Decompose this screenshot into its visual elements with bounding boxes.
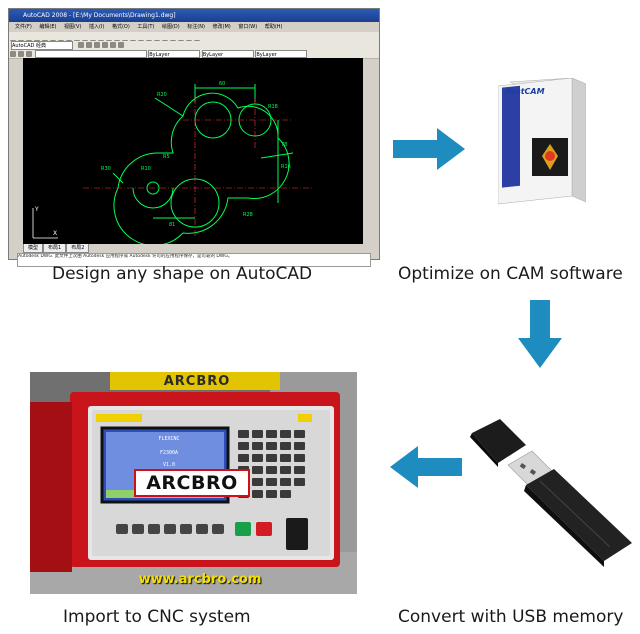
lcd-line-1: FLEXCNC: [158, 436, 180, 442]
dim-r5: R5: [163, 154, 170, 160]
caption-design: Design any shape on AutoCAD: [52, 264, 313, 284]
fastcam-box: FastCAM: [498, 78, 586, 205]
caption-import: Import to CNC system: [63, 607, 251, 627]
tab-layout2[interactable]: 布局2: [66, 244, 90, 253]
menu-edit[interactable]: 编辑(E): [39, 24, 57, 30]
linetype-select[interactable]: ByLayer: [201, 50, 254, 58]
arrow-down-icon: [518, 300, 562, 368]
dim-r18: R18: [268, 104, 278, 110]
dim-r30: R30: [101, 166, 111, 172]
arrow-right-icon: [393, 128, 465, 170]
fastcam-brand: FastCAM: [506, 87, 545, 96]
command-line[interactable]: Autodesk DWG. 此文件上次由 Autodesk 应用程序或 Auto…: [17, 253, 371, 267]
menu-file[interactable]: 文件(F): [15, 24, 32, 30]
menu-modify[interactable]: 修改(M): [212, 24, 231, 30]
cnc-controller-photo: ARCBRO FLEXCNC F2300A V1.0 ARCBRO www.ar…: [30, 372, 357, 594]
autocad-menubar: 文件(F) 编辑(E) 视图(V) 插入(I) 格式(O) 工具(T) 绘图(D…: [9, 22, 379, 32]
menu-draw[interactable]: 绘图(D): [161, 24, 180, 30]
ucs-y-label: Y: [34, 206, 39, 213]
lineweight-select[interactable]: ByLayer: [255, 50, 308, 58]
tab-model[interactable]: 模型: [23, 244, 44, 253]
dim-r28: R28: [243, 212, 253, 218]
drawing-canvas[interactable]: 60 R20 R18 R16 R30 R10 R5 81 78 R28 Y X: [23, 58, 363, 244]
usb-drive: [470, 419, 632, 567]
tab-layout1[interactable]: 布局1: [43, 244, 67, 253]
autocad-titlebar: AutoCAD 2008 - [E:\My Documents\Drawing1…: [9, 9, 379, 22]
enclosure-brand-label: ARCBRO: [163, 374, 231, 389]
color-select[interactable]: ByLayer: [148, 50, 201, 58]
menu-view[interactable]: 视图(V): [64, 24, 82, 30]
dim-81: 81: [169, 222, 175, 228]
menu-tools[interactable]: 工具(T): [137, 24, 155, 30]
autocad-title: AutoCAD 2008 - [E:\My Documents\Drawing1…: [23, 12, 176, 19]
dim-78: 78: [281, 142, 287, 148]
ucs-x-label: X: [53, 230, 57, 237]
caption-optimize: Optimize on CAM software: [398, 264, 623, 284]
draw-toolbar[interactable]: [10, 58, 22, 244]
lcd-line-2: F2300A: [159, 450, 179, 456]
dim-r20: R20: [157, 92, 167, 98]
lcd-line-3: V1.0: [162, 462, 176, 468]
menu-format[interactable]: 格式(O): [111, 24, 130, 30]
dim-r16: R16: [281, 164, 291, 170]
menu-help[interactable]: 帮助(H): [264, 24, 283, 30]
autocad-window: AutoCAD 2008 - [E:\My Documents\Drawing1…: [8, 8, 380, 267]
dim-r10: R10: [141, 166, 151, 172]
website-label: www.arcbro.com: [138, 572, 262, 587]
modify-toolbar[interactable]: [364, 58, 377, 244]
arrow-left-icon: [390, 446, 462, 488]
layer-select[interactable]: [34, 50, 147, 58]
workspace-select[interactable]: AutoCAD 经典: [11, 41, 73, 50]
menu-window[interactable]: 窗口(W): [238, 24, 258, 30]
menu-insert[interactable]: 插入(I): [88, 24, 105, 30]
arcbro-logo: ARCBRO: [134, 469, 250, 497]
caption-convert: Convert with USB memory: [398, 607, 624, 627]
menu-dimension[interactable]: 标注(N): [187, 24, 205, 30]
dim-60: 60: [219, 81, 225, 87]
